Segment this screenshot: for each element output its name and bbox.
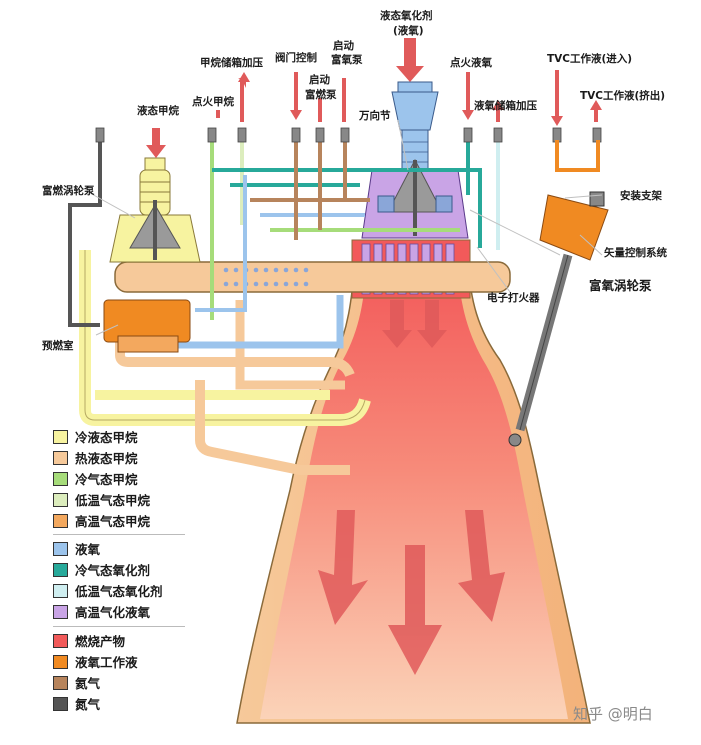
label-liquid-methane: 液态甲烷 [137,105,179,117]
legend-item: 液氧 [53,540,100,557]
legend-separator [53,534,185,535]
label-ch4-tank-press: 甲烷储箱加压 [200,57,263,69]
label-vector-ctrl: 矢量控制系统 [604,247,667,259]
legend-swatch [53,562,68,577]
label-lox-inlet: 液态氧化剂 [380,10,433,22]
legend-swatch [53,471,68,486]
legend-swatch [53,654,68,669]
legend-item: 冷气态氧化剂 [53,561,150,578]
label-preburner: 预燃室 [42,340,74,352]
valve-nubs [95,127,602,143]
label-ox-rich-turbopump: 富氧涡轮泵 [589,278,652,293]
lox-line [171,295,344,349]
legend-swatch [53,696,68,711]
label-lox-inlet-sub: (液氧) [393,25,424,37]
legend-swatch [53,604,68,619]
label-tvc-in: TVC工作液(进入) [547,53,633,65]
label-gimbal: 万向节 [359,110,391,122]
exhaust-arrows [318,300,505,675]
legend-item: 高温气化液氧 [53,603,150,620]
legend-swatch [53,675,68,690]
legend-swatch [53,429,68,444]
label-fuel-rich-turbopump: 富燃涡轮泵 [42,185,95,197]
legend-item: 低温气态氧化剂 [53,582,163,599]
leader-lines [89,119,603,336]
legend-swatch [53,583,68,598]
label-start-ox-pump: 启动 [333,40,354,52]
watermark: 知乎 @明白 [573,705,653,723]
legend-item: 冷液态甲烷 [53,428,138,445]
manifold-holes [223,267,309,287]
piping [68,140,500,327]
label-mount-bracket: 安装支架 [620,190,662,202]
legend-item: 热液态甲烷 [53,449,138,466]
legend-item: 低温气态甲烷 [53,491,150,508]
legend-swatch [53,492,68,507]
legend-swatch [53,513,68,528]
label-electric-igniter: 电子打火器 [487,292,540,304]
main-manifold [114,261,511,293]
legend-item: 液氧工作液 [53,653,138,670]
legend-separator [53,626,185,627]
legend-item: 高温气态甲烷 [53,512,150,529]
ox-turbopump [361,81,469,239]
vector-control-actuator [508,140,609,447]
legend-swatch [53,541,68,556]
label-start-fuel-pump-2: 富燃泵 [305,89,337,101]
legend-swatch [53,450,68,465]
legend-swatch [53,633,68,648]
legend-item: 燃烧产物 [53,632,125,649]
hot-methane-loop-3 [235,300,345,390]
label-start-fuel-pump: 启动 [309,74,330,86]
legend-item: 氦气 [53,674,100,691]
label-start-ox-pump-2: 富氧泵 [331,54,363,66]
fuel-rich-turbopump [103,157,201,353]
legend-item: 冷气态甲烷 [53,470,138,487]
legend-item: 氮气 [53,695,100,712]
label-ign-methane: 点火甲烷 [192,96,234,108]
label-lox-tank-press: 液氧储箱加压 [474,100,537,112]
hot-methane-loop-2 [195,380,350,475]
hot-methane-loop-1 [115,300,355,378]
label-tvc-out: TVC工作液(挤出) [580,90,666,102]
flow-arrows-top [146,38,602,158]
label-ign-lox: 点火液氧 [450,57,492,69]
label-valve-ctrl: 阀门控制 [275,52,317,64]
